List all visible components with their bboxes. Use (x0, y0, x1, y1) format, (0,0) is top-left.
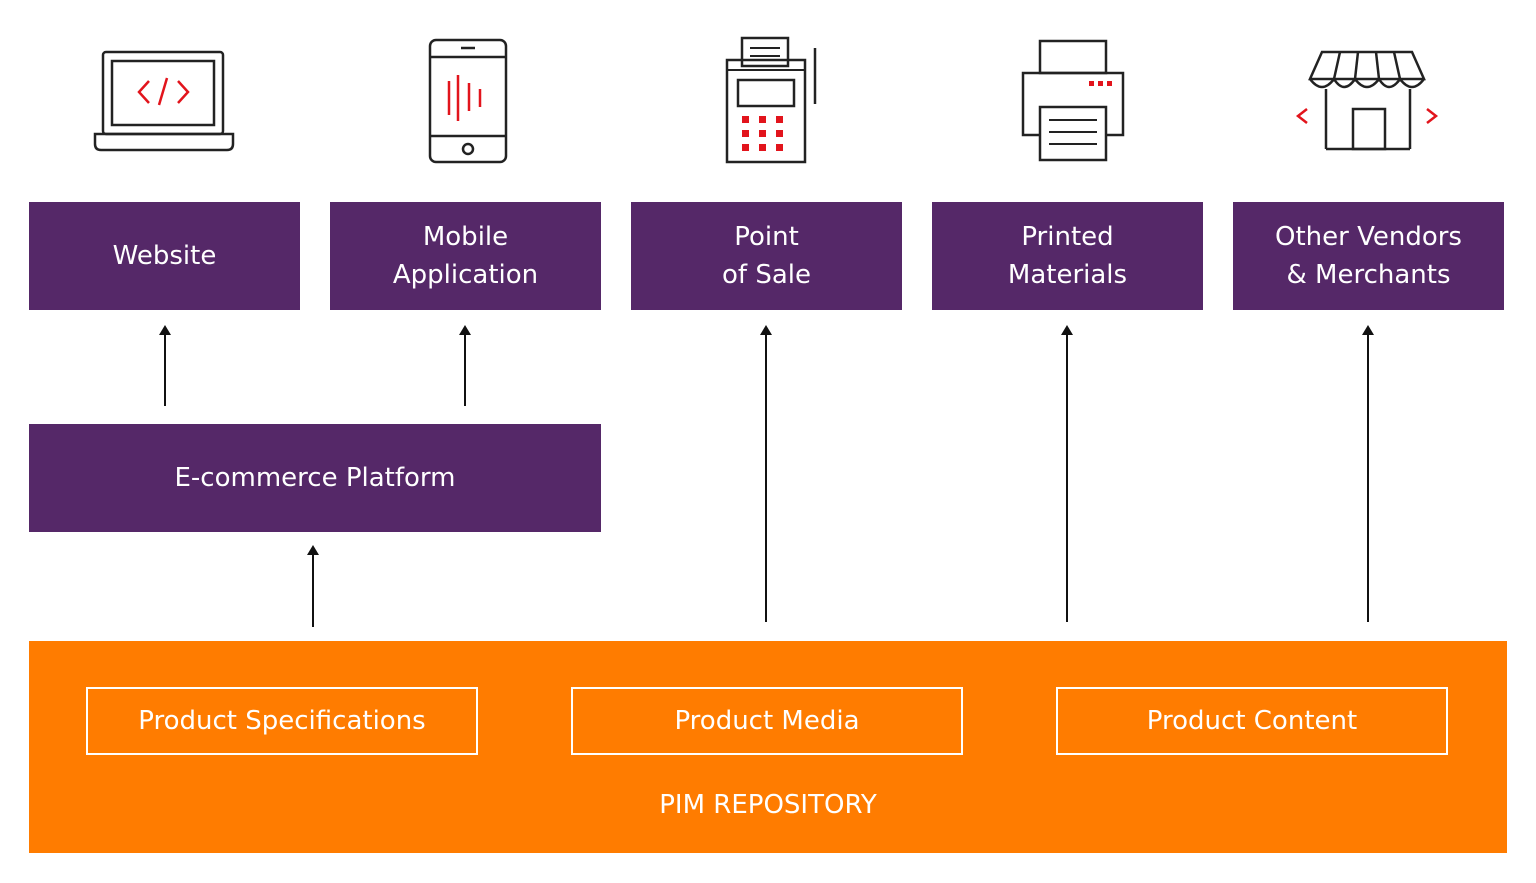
ecommerce-platform-box: E-commerce Platform (29, 424, 601, 532)
channel-printed-materials: Printed Materials (932, 202, 1203, 310)
product-specifications-box: Product Specifications (86, 687, 478, 755)
product-media-box: Product Media (571, 687, 963, 755)
pim-item-label: Product Content (1146, 706, 1358, 736)
channel-label: Other Vendors & Merchants (1275, 222, 1462, 290)
arrow-pim-to-pos (760, 325, 772, 622)
arrow-pim-to-printed (1061, 325, 1073, 622)
channel-label: Printed Materials (1007, 222, 1128, 290)
smartphone-icon (427, 37, 509, 165)
laptop-code-icon (92, 48, 236, 154)
printer-icon (1019, 38, 1129, 164)
arrow-pim-to-vendors (1362, 325, 1374, 622)
pim-repository: Product Specifications Product Media Pro… (29, 641, 1507, 853)
platform-label: E-commerce Platform (174, 463, 456, 493)
channel-label: Mobile Application (392, 222, 539, 290)
channel-other-vendors: Other Vendors & Merchants (1233, 202, 1504, 310)
arrow-pim-to-platform (307, 545, 319, 627)
pim-item-label: Product Specifications (138, 706, 426, 736)
channel-label: Website (112, 241, 217, 271)
pos-terminal-icon (722, 34, 822, 166)
pim-item-label: Product Media (674, 706, 860, 736)
product-content-box: Product Content (1056, 687, 1448, 755)
channel-website: Website (29, 202, 300, 310)
channel-point-of-sale: Point of Sale (631, 202, 902, 310)
pim-repository-title: PIM REPOSITORY (659, 790, 877, 820)
storefront-icon (1292, 49, 1444, 153)
arrow-platform-to-website (159, 325, 171, 406)
channel-mobile-application: Mobile Application (330, 202, 601, 310)
arrow-platform-to-mobile (459, 325, 471, 406)
channel-label: Point of Sale (722, 222, 811, 290)
